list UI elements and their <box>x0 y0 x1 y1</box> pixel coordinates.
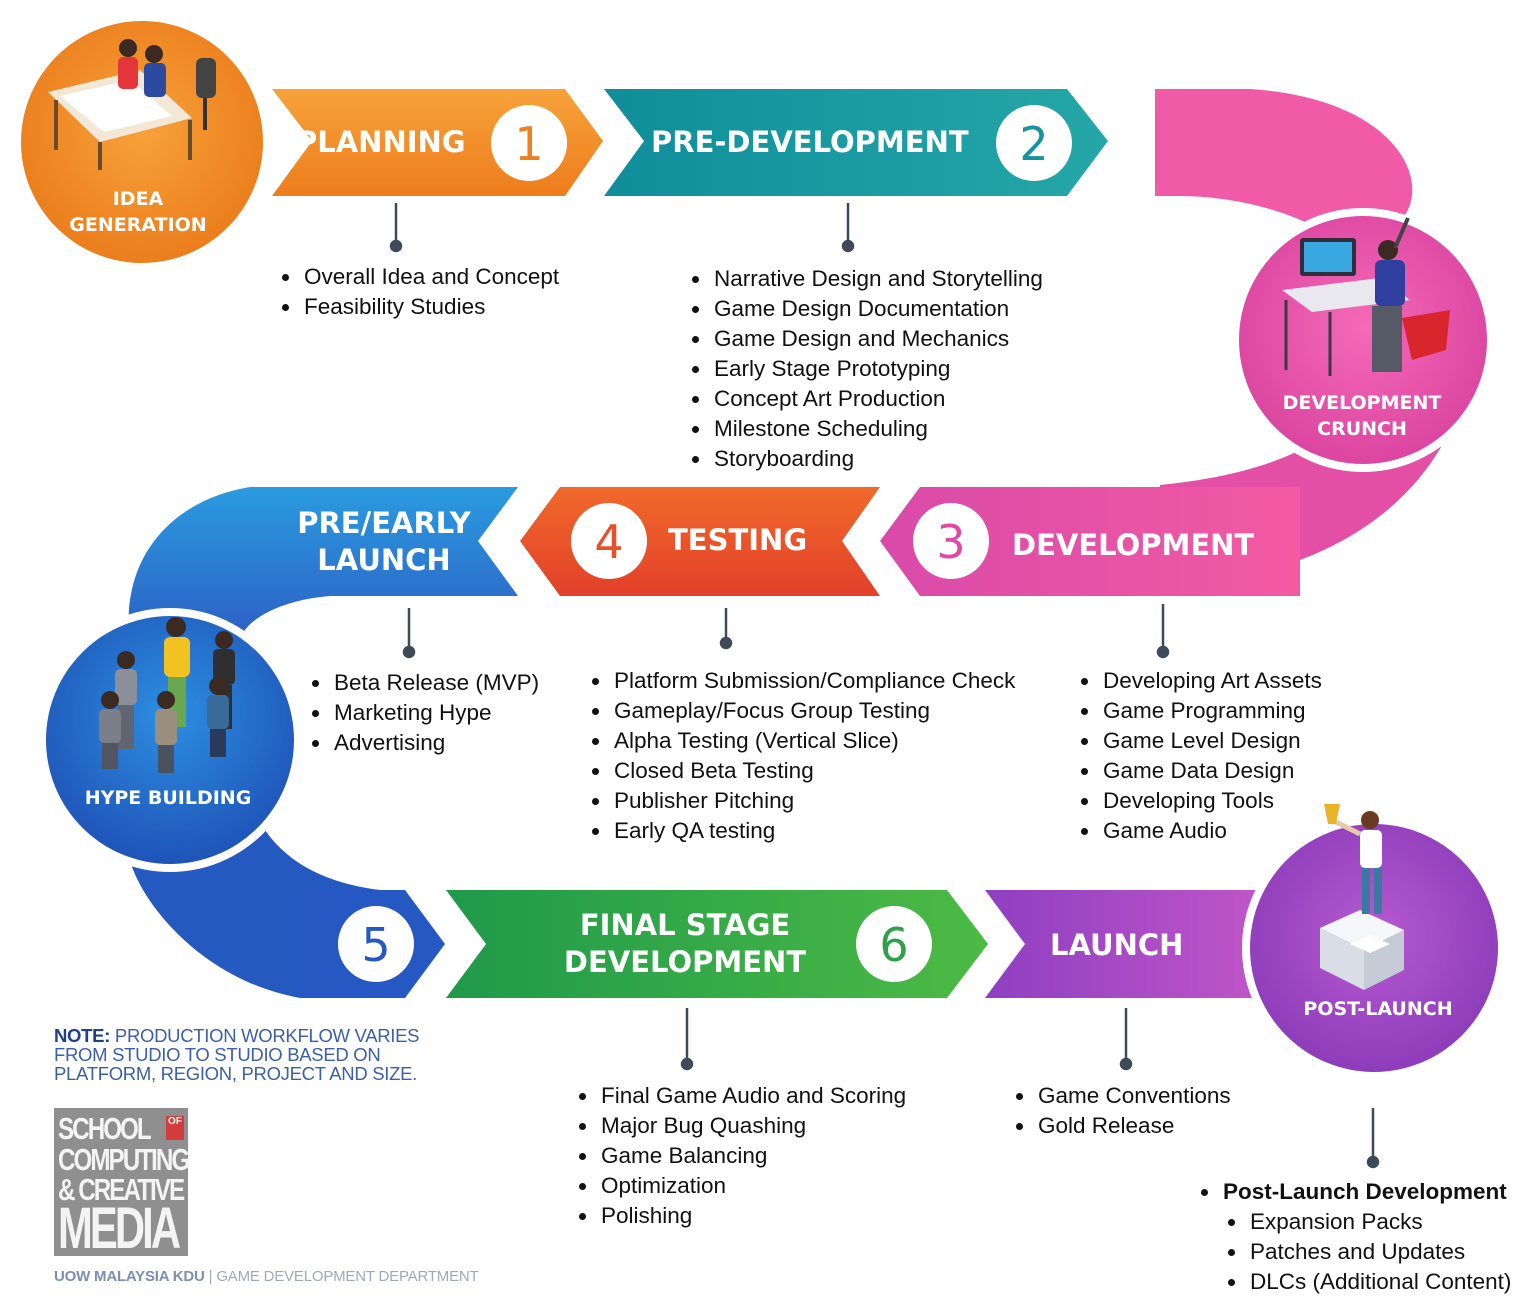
production-note: NOTE: PRODUCTION WORKFLOW VARIES FROM ST… <box>54 1026 474 1083</box>
launch-list: Game Conventions Gold Release <box>1014 1081 1231 1141</box>
list-item: Platform Submission/Compliance Check <box>612 666 1015 696</box>
testing-list: Platform Submission/Compliance Check Gam… <box>590 666 1015 846</box>
step-3-badge <box>913 503 989 579</box>
list-item: Narrative Design and Storytelling <box>712 264 1043 294</box>
final-stage-arrow <box>446 890 988 998</box>
step-3-number: 3 <box>936 515 965 569</box>
list-item: Post-Launch Development Expansion Packs … <box>1221 1177 1511 1297</box>
list-item: Game Design and Mechanics <box>712 324 1043 354</box>
list-item: Developing Art Assets <box>1101 666 1322 696</box>
list-item: Final Game Audio and Scoring <box>599 1081 906 1111</box>
list-item: Developing Tools <box>1101 786 1322 816</box>
list-item: Game Design Documentation <box>712 294 1043 324</box>
list-item: Game Balancing <box>599 1141 906 1171</box>
footer-org: UOW MALAYSIA KDU <box>54 1268 205 1285</box>
crunch-curve <box>1110 89 1413 250</box>
prelaunch-arrow <box>128 487 518 640</box>
launch-arrow <box>985 890 1260 998</box>
hype-crowd-illustration <box>99 617 235 773</box>
list-item: Advertising <box>332 728 539 758</box>
step-2-badge <box>996 105 1072 181</box>
step-4-number: 4 <box>594 515 623 569</box>
step-1-number: 1 <box>514 117 543 171</box>
list-item: Polishing <box>599 1201 906 1231</box>
list-item: Overall Idea and Concept <box>302 262 559 292</box>
logo-of: OF <box>166 1116 184 1140</box>
post-launch-podium-illustration <box>1320 804 1404 990</box>
footer-dept: | GAME DEVELOPMENT DEPARTMENT <box>204 1268 479 1285</box>
step-5-badge <box>338 906 414 982</box>
step-2-number: 2 <box>1019 117 1048 171</box>
note-text: PRODUCTION WORKFLOW VARIES FROM STUDIO T… <box>54 1025 420 1084</box>
list-item: Patches and Updates <box>1248 1237 1511 1267</box>
predev-list: Narrative Design and Storytelling Game D… <box>690 264 1043 474</box>
launch-title: LAUNCH <box>1050 928 1183 962</box>
post-launch-heading: Post-Launch Development <box>1223 1179 1507 1204</box>
list-item: Concept Art Production <box>712 384 1043 414</box>
list-item: Storyboarding <box>712 444 1043 474</box>
school-logo: SCHOOL OF COMPUTING & CREATIVE MEDIA <box>54 1108 190 1261</box>
connectors <box>389 203 1380 1169</box>
step-4-badge <box>571 503 647 579</box>
list-item: Feasibility Studies <box>302 292 559 322</box>
predev-arrow <box>604 89 1108 196</box>
list-item: Game Conventions <box>1036 1081 1231 1111</box>
list-item: Beta Release (MVP) <box>332 668 539 698</box>
list-item: Expansion Packs <box>1248 1207 1511 1237</box>
list-item: Gold Release <box>1036 1111 1231 1141</box>
list-item: Publisher Pitching <box>612 786 1015 816</box>
idea-desk-illustration <box>48 39 216 170</box>
prelaunch-list: Beta Release (MVP) Marketing Hype Advert… <box>310 668 539 758</box>
note-label: NOTE: <box>54 1025 111 1046</box>
development-title: DEVELOPMENT <box>1012 528 1254 562</box>
list-item: Early Stage Prototyping <box>712 354 1043 384</box>
list-item: Alpha Testing (Vertical Slice) <box>612 726 1015 756</box>
logo-line-1: SCHOOL <box>58 1111 152 1146</box>
list-item: Game Level Design <box>1101 726 1322 756</box>
post-launch-sublist: Expansion Packs Patches and Updates DLCs… <box>1223 1207 1511 1297</box>
predev-title: PRE-DEVELOPMENT <box>651 125 969 159</box>
post-launch-list: Post-Launch Development Expansion Packs … <box>1199 1177 1511 1297</box>
list-item: Major Bug Quashing <box>599 1111 906 1141</box>
list-item: DLCs (Additional Content) <box>1248 1267 1511 1297</box>
step-1-badge <box>491 105 567 181</box>
footer-credit: UOW MALAYSIA KDU | GAME DEVELOPMENT DEPA… <box>54 1268 479 1285</box>
step-6-number: 6 <box>879 918 908 972</box>
list-item: Game Audio <box>1101 816 1322 846</box>
testing-title: TESTING <box>668 523 807 557</box>
list-item: Gameplay/Focus Group Testing <box>612 696 1015 726</box>
list-item: Early QA testing <box>612 816 1015 846</box>
planning-title: PLANNING <box>296 125 466 159</box>
list-item: Marketing Hype <box>332 698 539 728</box>
logo-line-3: & CREATIVE <box>58 1172 185 1207</box>
logo-line-2: COMPUTING <box>58 1142 190 1177</box>
list-item: Milestone Scheduling <box>712 414 1043 444</box>
list-item: Game Data Design <box>1101 756 1322 786</box>
development-list: Developing Art Assets Game Programming G… <box>1079 666 1322 846</box>
planning-list: Overall Idea and Concept Feasibility Stu… <box>280 262 559 322</box>
crunch-illustration <box>1282 217 1450 376</box>
list-item: Game Programming <box>1101 696 1322 726</box>
step-5-number: 5 <box>361 918 390 972</box>
development-arrow <box>880 487 1300 596</box>
list-item: Optimization <box>599 1171 906 1201</box>
logo-line-4: MEDIA <box>58 1196 181 1261</box>
hype-building-label: HYPE BUILDING <box>85 787 252 809</box>
final-stage-list: Final Game Audio and Scoring Major Bug Q… <box>577 1081 906 1231</box>
list-item: Closed Beta Testing <box>612 756 1015 786</box>
post-launch-label: POST-LAUNCH <box>1303 998 1452 1020</box>
step-6-badge <box>856 906 932 982</box>
